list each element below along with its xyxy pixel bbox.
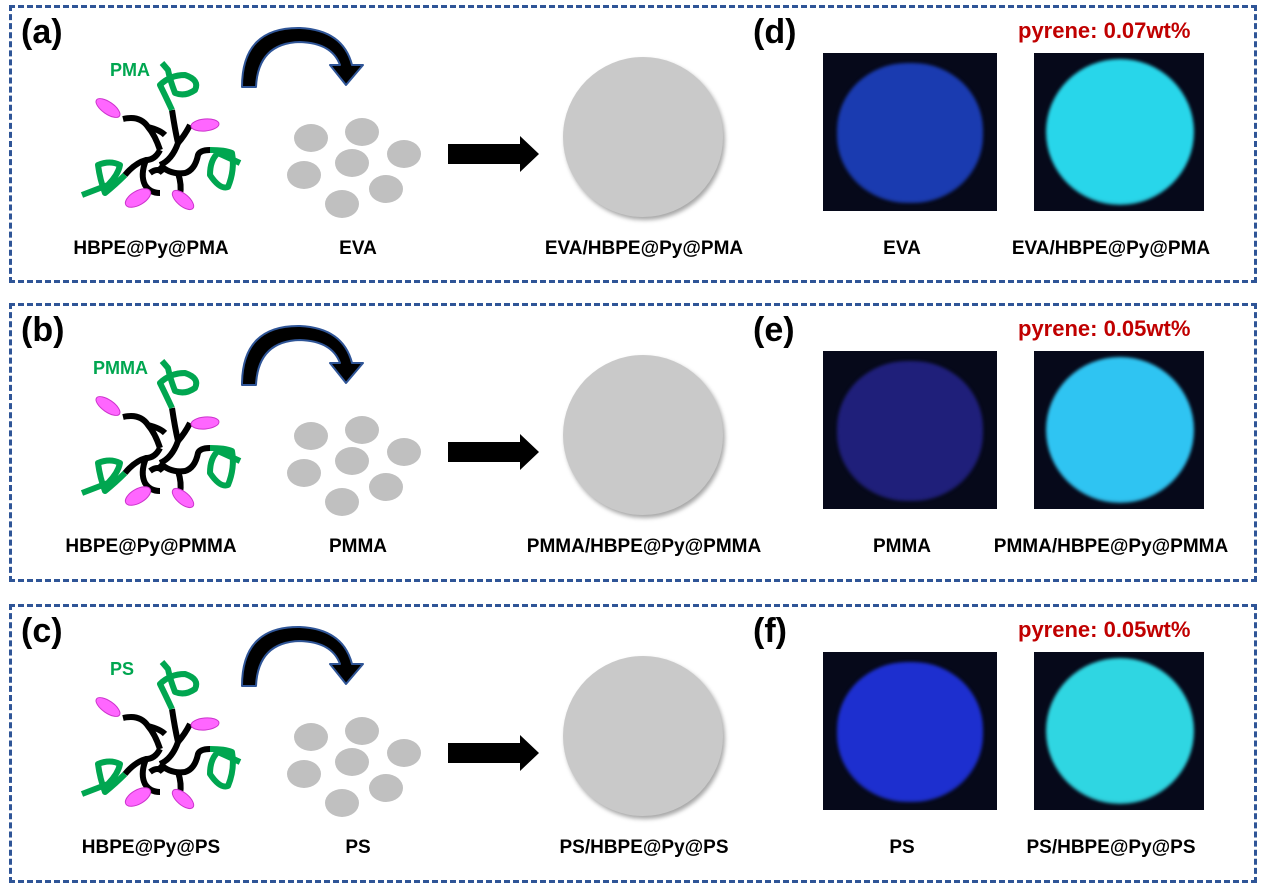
hbpe-molecule-diagram: [80, 660, 242, 810]
panel-frame: [9, 604, 1257, 883]
blend-disc: [563, 57, 723, 217]
blend-label: EVA/HBPE@Py@PMA: [544, 238, 744, 259]
matrix-label: EVA: [339, 238, 377, 259]
pellet: [335, 149, 369, 177]
hbpe-core: [122, 708, 211, 795]
matrix-pellets: [287, 118, 421, 218]
matrix-label: PS: [345, 837, 371, 858]
pellet: [325, 488, 359, 516]
pellet: [345, 717, 379, 745]
additive-label: HBPE@Py@PMMA: [65, 536, 237, 557]
hbpe-core: [122, 109, 211, 196]
pellet: [325, 190, 359, 218]
additive-label: HBPE@Py@PS: [81, 837, 221, 858]
sample-film: [837, 662, 983, 802]
pyrene-units: [95, 396, 220, 509]
sample-film: [1046, 357, 1194, 503]
uv-photo-blend: [1034, 53, 1204, 211]
graft-chains: [80, 660, 242, 797]
matrix-pellets: [287, 416, 421, 516]
pellet: [335, 748, 369, 776]
panel-letter: (c): [21, 612, 63, 650]
hbpe-molecule-diagram: [80, 61, 242, 211]
pyrene-concentration-label: pyrene: 0.05wt%: [1018, 617, 1191, 642]
pellet: [287, 459, 321, 487]
sample-film: [837, 361, 983, 501]
pyrene-concentration-label: pyrene: 0.05wt%: [1018, 316, 1191, 341]
uv-photo-matrix: [823, 53, 997, 211]
pellet: [387, 438, 421, 466]
pellet: [345, 118, 379, 146]
pellet: [387, 140, 421, 168]
sample-film: [1046, 658, 1194, 804]
curved-arrow-icon: [241, 26, 364, 88]
pyrene-units: [95, 697, 220, 810]
blend-label: PMMA/HBPE@Py@PMMA: [526, 536, 762, 557]
uv-photo-matrix: [823, 652, 997, 810]
graft-chains: [80, 61, 242, 198]
pellet: [294, 422, 328, 450]
pellet: [369, 175, 403, 203]
photo-caption-blend: EVA/HBPE@Py@PMA: [1011, 238, 1211, 259]
pyrene-units: [95, 98, 220, 211]
right-arrow-icon: [448, 735, 539, 771]
blend-label: PS/HBPE@Py@PS: [559, 837, 729, 858]
pellet: [325, 789, 359, 817]
pellet: [387, 739, 421, 767]
pellet: [335, 447, 369, 475]
panel-frame: [9, 303, 1257, 582]
photo-caption-matrix: EVA: [883, 238, 921, 259]
pellet: [345, 416, 379, 444]
blend-disc: [563, 656, 723, 816]
uv-photo-blend: [1034, 652, 1204, 810]
photo-panel-letter: (d): [753, 13, 797, 51]
uv-photo-matrix: [823, 351, 997, 509]
photo-panel-letter: (e): [753, 311, 795, 349]
curved-arrow-icon: [241, 625, 364, 687]
photo-caption-matrix: PMMA: [872, 536, 932, 557]
pellet: [294, 723, 328, 751]
graft-chains: [80, 359, 242, 496]
pellet: [287, 161, 321, 189]
additive-label: HBPE@Py@PMA: [73, 238, 229, 259]
graft-chain-label: PS: [110, 659, 135, 679]
graft-chain-label: PMMA: [93, 358, 148, 378]
pyrene-concentration-label: pyrene: 0.07wt%: [1018, 18, 1191, 43]
pellet: [287, 760, 321, 788]
pellet: [369, 473, 403, 501]
photo-caption-matrix: PS: [889, 837, 915, 858]
uv-photo-blend: [1034, 351, 1204, 509]
photo-caption-blend: PS/HBPE@Py@PS: [1026, 837, 1196, 858]
pellet: [369, 774, 403, 802]
photo-panel-letter: (f): [753, 612, 787, 650]
hbpe-molecule-diagram: [80, 359, 242, 509]
panel-frame: [9, 5, 1257, 283]
panel-letter: (b): [21, 311, 65, 349]
graft-chain-label: PMA: [110, 60, 150, 80]
right-arrow-icon: [448, 136, 539, 172]
curved-arrow-icon: [241, 324, 364, 386]
right-arrow-icon: [448, 434, 539, 470]
blend-disc: [563, 355, 723, 515]
sample-film: [1046, 59, 1194, 205]
matrix-label: PMMA: [328, 536, 388, 557]
pellet: [294, 124, 328, 152]
sample-film: [837, 63, 983, 203]
photo-caption-blend: PMMA/HBPE@Py@PMMA: [993, 536, 1229, 557]
matrix-pellets: [287, 717, 421, 817]
panel-letter: (a): [21, 13, 63, 51]
